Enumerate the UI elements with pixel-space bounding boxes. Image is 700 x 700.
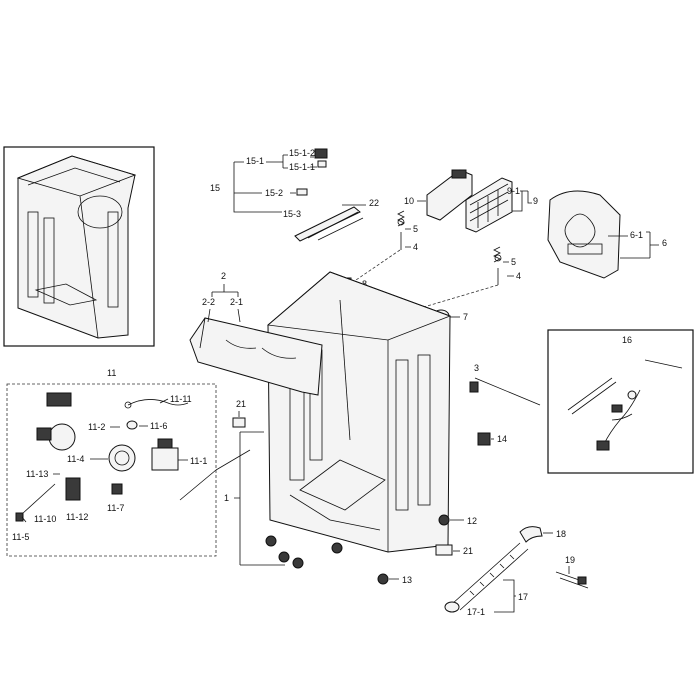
- part-2-control-panel: [189, 317, 323, 396]
- main-cabinet: [267, 271, 452, 553]
- label-15-2: 15-2: [265, 188, 283, 198]
- label-11-13: 11-13: [26, 469, 48, 479]
- label-8: 8: [362, 279, 367, 289]
- label-15: 15: [210, 183, 220, 193]
- part-16-wire-harness: [567, 359, 683, 451]
- label-15-1-1: 15-1-1: [289, 162, 315, 172]
- label-18: 18: [556, 529, 566, 539]
- part-6-back-cover: [547, 190, 621, 279]
- part-19-clamp: [555, 571, 589, 589]
- label-3: 3: [474, 363, 479, 373]
- label-11: 11: [107, 368, 116, 378]
- part-16-frame: [547, 329, 694, 474]
- label-5-left: 5: [413, 224, 418, 234]
- label-2-1: 2-1: [230, 297, 243, 307]
- label-11-1: 11-1: [190, 456, 207, 466]
- part-13-foot: [377, 573, 389, 585]
- label-4-right: 4: [516, 271, 521, 281]
- label-22: 22: [369, 198, 379, 208]
- label-15-1: 15-1: [246, 156, 264, 166]
- label-4-left: 4: [413, 242, 418, 252]
- label-11-4: 11-4: [67, 454, 84, 464]
- label-17: 17: [518, 592, 528, 602]
- foot-1: [265, 535, 277, 547]
- label-21-upper: 21: [236, 399, 246, 409]
- label-14: 14: [497, 434, 507, 444]
- part-17-drain-hose: [444, 542, 529, 613]
- label-19: 19: [565, 555, 575, 565]
- label-11-7: 11-7: [107, 503, 124, 513]
- assembled-view-frame: [3, 146, 155, 347]
- part-12-foot: [438, 514, 450, 526]
- label-11-10: 11-10: [34, 514, 56, 524]
- label-1: 1: [224, 493, 229, 503]
- label-11-11: 11-11: [170, 394, 192, 404]
- part-18-elbow: [519, 526, 543, 543]
- part-15-group: [294, 148, 364, 242]
- part-21-upper: [232, 417, 246, 428]
- label-2-2: 2-2: [202, 297, 215, 307]
- label-5-right: 5: [511, 257, 516, 267]
- label-9: 9: [533, 196, 538, 206]
- label-11-5: 11-5: [12, 532, 29, 542]
- assembled-cabinet-illustration: [16, 155, 137, 339]
- part-3-rod: [469, 377, 541, 406]
- label-13: 13: [402, 575, 412, 585]
- label-16: 16: [622, 335, 632, 345]
- label-11-12: 11-12: [66, 512, 88, 522]
- part-10-duct: [426, 169, 473, 221]
- label-6-1: 6-1: [630, 230, 643, 240]
- part-5-spring-left: [397, 210, 405, 250]
- label-2: 2: [221, 271, 226, 281]
- part-14: [477, 432, 491, 446]
- label-17-1: 17-1: [467, 607, 485, 617]
- part-11-pump-assembly: [15, 392, 189, 522]
- foot-2: [278, 551, 290, 563]
- foot-4: [331, 542, 343, 554]
- label-12: 12: [467, 516, 477, 526]
- label-7: 7: [463, 312, 468, 322]
- part-9-filter: [465, 177, 513, 233]
- part-21-lower: [435, 544, 453, 556]
- label-21-lower: 21: [463, 546, 473, 556]
- label-15-3: 15-3: [283, 209, 301, 219]
- label-11-2: 11-2: [88, 422, 105, 432]
- label-15-1-2: 15-1-2: [289, 148, 315, 158]
- label-11-6: 11-6: [150, 421, 167, 431]
- part-5-spring-right: [493, 246, 502, 285]
- label-10: 10: [404, 196, 414, 206]
- label-9-1: 9-1: [507, 186, 520, 196]
- label-6: 6: [662, 238, 667, 248]
- foot-3: [292, 557, 304, 569]
